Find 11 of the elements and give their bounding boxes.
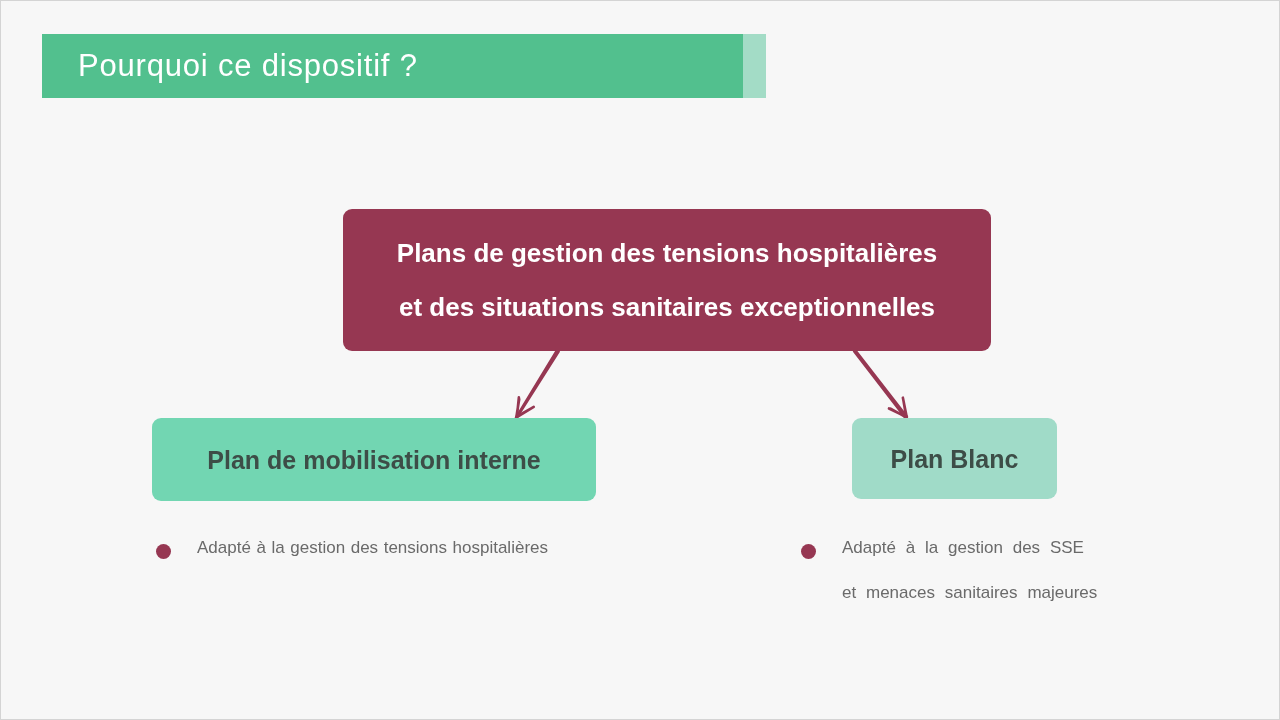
bullet-text: Adapté à la gestion des tensions hospitalières xyxy=(197,537,549,559)
arrow xyxy=(852,349,909,420)
node-title: Plans de gestion des tensions hospitalières et des situations sanitaires exceptionnelles xyxy=(395,237,939,324)
node-title: Plan Blanc xyxy=(890,443,1019,475)
plan-box xyxy=(152,418,596,501)
node-title: Plan de mobilisation interne xyxy=(207,444,541,476)
plan-box xyxy=(852,418,1057,499)
bullet-text: Adapté à la gestion des SSE et menaces sanitaires majeures xyxy=(842,537,1099,604)
category-box xyxy=(343,209,991,351)
title-banner: Pourquoi ce dispositif ? xyxy=(42,34,766,98)
arrow xyxy=(514,349,560,420)
